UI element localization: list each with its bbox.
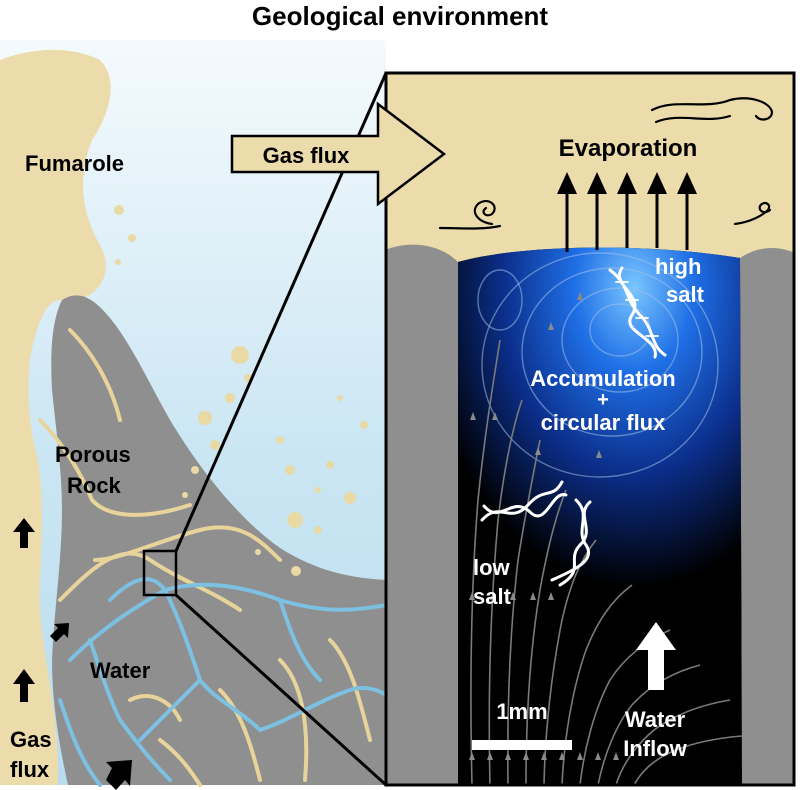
up-arrow-icon	[636, 622, 676, 690]
streamlines	[470, 339, 742, 785]
inset-panel: high salt Accumulation + circular flux l…	[385, 73, 795, 785]
scale-label: 1mm	[496, 699, 547, 724]
inset-frame	[384, 71, 796, 787]
porous-rock-mass	[51, 295, 386, 785]
water-inflow-label-line1: Water	[625, 707, 686, 732]
low-salt-label-line2: salt	[473, 584, 512, 609]
swirl-icon	[438, 199, 502, 230]
high-salt-label-line2: salt	[666, 282, 705, 307]
scale-bar-icon	[472, 740, 572, 750]
salt-glow	[458, 247, 742, 640]
circular-flux-loops	[477, 252, 719, 478]
accumulation-label-line1: Accumulation	[530, 366, 675, 391]
evaporation-arrows	[557, 172, 697, 252]
flow-arrowheads	[469, 292, 619, 760]
high-salt-label-line1: high	[655, 254, 701, 279]
accumulation-label-line2: +	[597, 389, 609, 411]
swirl-icon	[733, 201, 772, 226]
rock-veins	[38, 328, 372, 787]
low-salt-label-line1: low	[473, 555, 511, 580]
water-channels	[58, 577, 388, 787]
dna-helix-icon	[550, 498, 592, 587]
gas-flux-arrow: Gas flux	[230, 101, 447, 207]
water-label: Water	[90, 658, 151, 683]
right-wall	[740, 248, 795, 785]
gas-flux-label-line1: Gas	[10, 727, 52, 752]
fumarole-label: Fumarole	[25, 151, 124, 176]
evaporation-label: Evaporation	[559, 135, 698, 162]
water-inflow-label-line2: Inflow	[623, 736, 687, 761]
left-wall	[385, 244, 458, 785]
dna-helix-icon	[608, 266, 667, 359]
zoom-box	[142, 549, 178, 597]
up-arrow-icon	[13, 518, 35, 548]
up-arrow-icon	[13, 669, 35, 702]
porous-rock-label-line2: Rock	[67, 473, 122, 498]
accumulation-label-line3: circular flux	[541, 410, 666, 435]
swirl-icon	[650, 97, 774, 124]
diagonal-arrow-icon	[106, 760, 132, 790]
gas-flux-label-line2: flux	[10, 757, 50, 782]
diagram-title: Geological environment	[252, 1, 549, 31]
dna-helix-icon	[480, 480, 568, 522]
porous-rock-label-line1: Porous	[55, 442, 131, 467]
diagonal-arrow-icon	[50, 623, 69, 642]
gas-flux-arrow-label: Gas flux	[263, 143, 351, 168]
fumarole-plume	[0, 49, 111, 786]
